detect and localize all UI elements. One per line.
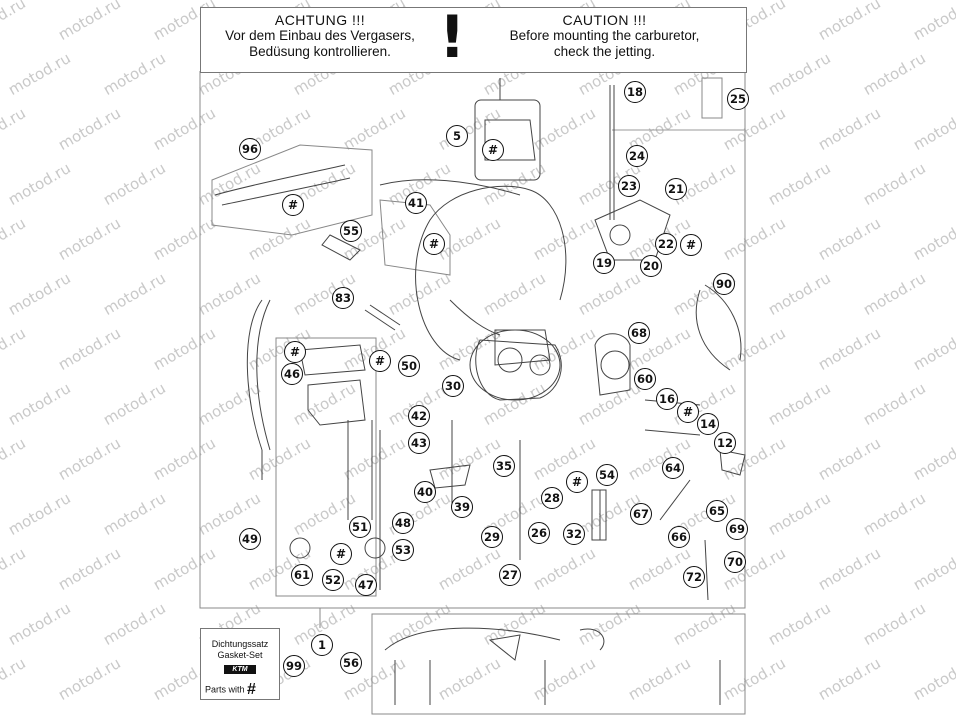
caution-header: ACHTUNG !!! Vor dem Einbau des Vergasers…	[200, 3, 747, 73]
part-callout-96: 96	[239, 138, 261, 160]
part-callout-53: 53	[392, 539, 414, 561]
part-callout-41: 41	[405, 192, 427, 214]
part-callout-66: 66	[668, 526, 690, 548]
part-callout-64: 64	[662, 457, 684, 479]
part-callout-24: 24	[626, 145, 648, 167]
part-callout-40: 40	[414, 481, 436, 503]
german-warning-line-1: Vor dem Einbau des Vergasers,	[225, 28, 415, 43]
part-callout-49: 49	[239, 528, 261, 550]
gasket-set-marker: #	[282, 194, 304, 216]
part-callout-46: 46	[281, 363, 303, 385]
part-callout-39: 39	[451, 496, 473, 518]
german-warning: ACHTUNG !!! Vor dem Einbau des Vergasers…	[201, 12, 439, 60]
part-callout-20: 20	[640, 255, 662, 277]
ktm-logo: KTM	[224, 665, 256, 674]
parts-with-text: Parts with	[205, 684, 245, 695]
part-callout-52: 52	[322, 569, 344, 591]
part-callout-55: 55	[340, 220, 362, 242]
part-callout-22: 22	[655, 233, 677, 255]
english-warning-line-1: Before mounting the carburetor,	[509, 28, 700, 43]
part-callout-43: 43	[408, 432, 430, 454]
part-callout-68: 68	[628, 322, 650, 344]
part-callout-90: 90	[713, 273, 735, 295]
part-callout-83: 83	[332, 287, 354, 309]
part-callout-48: 48	[392, 512, 414, 534]
gasket-set-label-de: Dichtungssatz	[211, 639, 269, 649]
gasket-set-marker: #	[330, 543, 352, 565]
gasket-set-marker: #	[680, 234, 702, 256]
gasket-set-label-en: Gasket-Set	[217, 650, 263, 660]
part-callout-21: 21	[665, 178, 687, 200]
part-callout-42: 42	[408, 405, 430, 427]
gasket-set-marker: #	[677, 401, 699, 423]
german-warning-title: ACHTUNG !!!	[274, 12, 366, 28]
part-callout-60: 60	[634, 368, 656, 390]
part-callout-99: 99	[283, 655, 305, 677]
part-callout-27: 27	[499, 564, 521, 586]
part-callout-65: 65	[706, 500, 728, 522]
part-callout-14: 14	[697, 413, 719, 435]
part-callout-23: 23	[618, 175, 640, 197]
part-callout-19: 19	[593, 252, 615, 274]
part-callout-29: 29	[481, 526, 503, 548]
english-warning-title: CAUTION !!!	[562, 12, 647, 28]
part-callout-69: 69	[726, 518, 748, 540]
part-callout-56: 56	[340, 652, 362, 674]
part-callout-25: 25	[727, 88, 749, 110]
part-callout-70: 70	[724, 551, 746, 573]
part-callout-1: 1	[311, 634, 333, 656]
german-warning-line-2: Bedüsung kontrollieren.	[249, 44, 391, 59]
gasket-set-marker: #	[369, 350, 391, 372]
part-callout-5: 5	[446, 125, 468, 147]
part-callout-61: 61	[291, 564, 313, 586]
gasket-set-marker: #	[423, 233, 445, 255]
part-callout-12: 12	[714, 432, 736, 454]
english-warning-line-2: check the jetting.	[553, 44, 656, 59]
gasket-set-marker: #	[566, 471, 588, 493]
gasket-set-legend: Dichtungssatz Gasket-Set KTM Parts with …	[200, 628, 280, 700]
english-warning: CAUTION !!! Before mounting the carburet…	[463, 12, 746, 60]
gasket-set-marker: #	[482, 139, 504, 161]
part-callout-47: 47	[355, 574, 377, 596]
exclamation-icon: !	[439, 3, 466, 71]
hash-symbol: #	[247, 681, 256, 698]
part-callout-35: 35	[493, 455, 515, 477]
part-callout-72: 72	[683, 566, 705, 588]
part-callout-28: 28	[541, 487, 563, 509]
part-callout-16: 16	[656, 388, 678, 410]
part-callout-51: 51	[349, 516, 371, 538]
part-callout-32: 32	[563, 523, 585, 545]
gasket-set-marker: #	[284, 341, 306, 363]
part-callout-50: 50	[398, 355, 420, 377]
part-callout-67: 67	[630, 503, 652, 525]
parts-with-label: Parts with #	[205, 681, 256, 699]
part-callout-54: 54	[596, 464, 618, 486]
part-callout-18: 18	[624, 81, 646, 103]
part-callout-26: 26	[528, 522, 550, 544]
part-callout-30: 30	[442, 375, 464, 397]
